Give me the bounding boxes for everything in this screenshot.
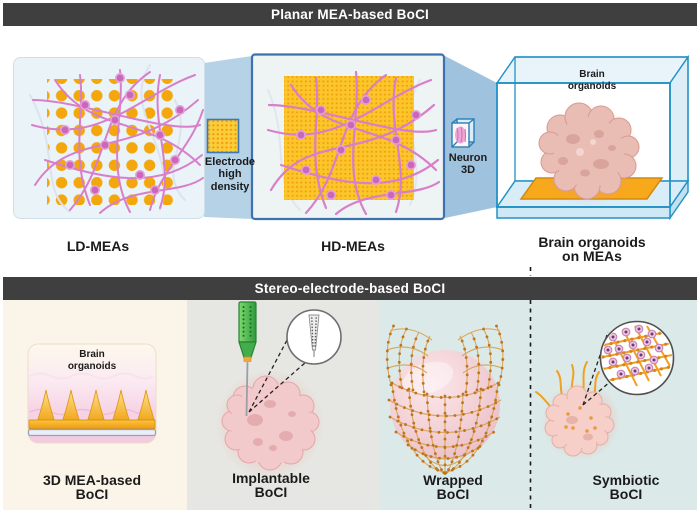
planar-section-header: Planar MEA-based BoCI: [3, 3, 697, 26]
substrate: [27, 428, 157, 437]
symbiotic-illustration: [535, 320, 675, 461]
organoid-box-panel: [495, 54, 690, 221]
ld-mea-label: LD-MEAs: [66, 238, 130, 254]
hd-mea-panel: [250, 53, 446, 221]
electrode-density-label: Electrode high density: [204, 156, 256, 193]
organoid-box-label: Brain organoids on MEAs: [538, 234, 646, 265]
stereo-section-header: Stereo-electrode-based BoCI: [3, 277, 697, 300]
hd-mea-label: HD-MEAs: [321, 238, 385, 254]
neuron-network: [266, 70, 441, 216]
p1-inner-label: Brain organoids: [67, 349, 117, 372]
mea-base: [28, 419, 156, 429]
box-front-face: [496, 82, 671, 208]
ld-mea-panel: [13, 57, 205, 219]
3d-mea-illustration: [27, 343, 157, 444]
magnifier-circle: [599, 320, 675, 396]
electrode-density-icon: [206, 118, 240, 154]
wrapped-illustration: [385, 323, 505, 477]
box-base-slab: [496, 206, 671, 219]
p1-label: 3D MEA-based BoCI: [42, 472, 142, 503]
box-inner-label: Brain organoids: [567, 69, 617, 92]
probe-needle: [245, 361, 249, 417]
brain-organoid: [537, 102, 641, 207]
magnifier-circle: [286, 309, 342, 365]
magnifier-callout-lines: [248, 324, 307, 413]
neuron-3d-label: Neuron 3D: [448, 152, 488, 177]
p3-label: Wrapped BoCI: [423, 472, 483, 503]
neuron-3d-icon: [451, 118, 475, 148]
planar-header-label: Planar MEA-based BoCI: [271, 7, 429, 22]
organoid-electrode-dots: [564, 406, 597, 433]
neural-probe: [238, 301, 257, 362]
3d-electrode-spikes: [36, 389, 156, 422]
p2-label: Implantable BoCI: [232, 470, 310, 501]
p4-label: Symbiotic BoCI: [592, 472, 660, 503]
mesh-electrode-dots: [385, 323, 505, 477]
implantable-illustration: [215, 301, 342, 479]
stereo-header-label: Stereo-electrode-based BoCI: [254, 281, 446, 296]
